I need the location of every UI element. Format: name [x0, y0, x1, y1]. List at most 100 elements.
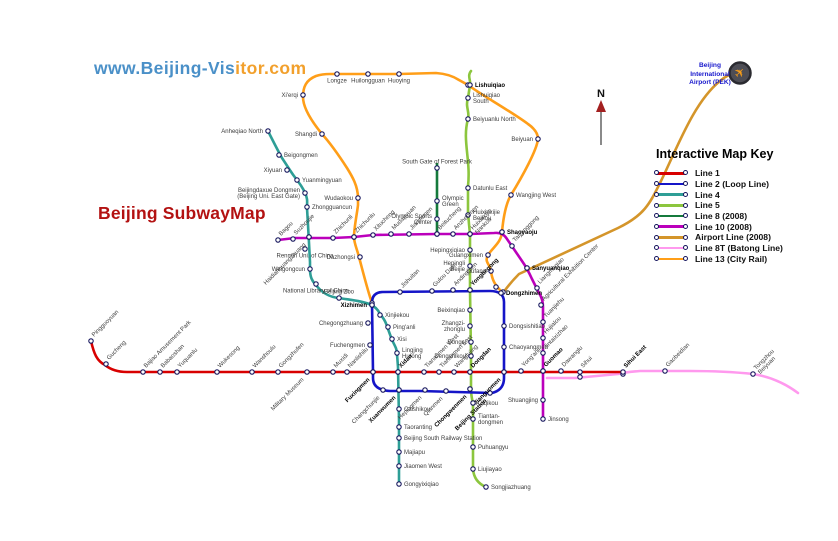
station-beijing-south-railway-station[interactable]: [396, 435, 402, 441]
legend-item-9[interactable]: Line 13 (City Rail): [654, 254, 834, 265]
station-south-gate-of-forest-park[interactable]: [434, 165, 440, 171]
line-line2[interactable]: [370, 289, 506, 395]
station-guangximen[interactable]: [485, 252, 491, 258]
station-wangfujing[interactable]: [451, 369, 457, 375]
station-sanyuanqiao[interactable]: [524, 265, 530, 271]
station-zhangzi-zhonglu[interactable]: [467, 323, 473, 329]
station-weigongcun[interactable]: [307, 266, 313, 272]
station-national-library-of-china[interactable]: [313, 281, 319, 287]
station-tuanjiehu[interactable]: [540, 319, 546, 325]
station-hepingli-beijie[interactable]: [467, 263, 473, 269]
station-dongdan[interactable]: [467, 369, 473, 375]
station-wanshoulu[interactable]: [249, 369, 255, 375]
station-beijingdaxue-dongmen-beijing-uni-east-gate[interactable]: [302, 190, 308, 196]
station-jianguomen[interactable]: [501, 369, 507, 375]
station-dongsi[interactable]: [468, 339, 474, 345]
station-dongzhimen[interactable]: [493, 284, 499, 290]
station-qianmen[interactable]: [443, 388, 449, 394]
station-huilongguan[interactable]: [365, 71, 371, 77]
station-wangjing-west[interactable]: [508, 192, 514, 198]
legend-item-2[interactable]: Line 2 (Loop Line): [654, 179, 834, 190]
station-yuanmingyuan[interactable]: [294, 177, 300, 183]
station-wukesong[interactable]: [214, 369, 220, 375]
station-olympic-sports-center[interactable]: [434, 216, 440, 222]
station-ping-anli[interactable]: [385, 324, 391, 330]
station-gongzhufen[interactable]: [275, 369, 281, 375]
line-line13[interactable]: [301, 71, 540, 305]
station-longze[interactable]: [334, 71, 340, 77]
station-zhichunlu[interactable]: [351, 234, 357, 240]
station-songjiazhuang[interactable]: [483, 484, 489, 490]
airport-icon[interactable]: [728, 61, 752, 85]
station-yuquanlu[interactable]: [174, 369, 180, 375]
station-datunlu-east[interactable]: [465, 185, 471, 191]
station-xuanwumen[interactable]: [396, 387, 402, 393]
station-jintaixizhao[interactable]: [540, 350, 546, 356]
station-tiananmen-west[interactable]: [421, 369, 427, 375]
station-huoying[interactable]: [396, 71, 402, 77]
station-liufang[interactable]: [488, 268, 494, 274]
station-beitucheng[interactable]: [434, 231, 440, 237]
station-dongsishitiao[interactable]: [501, 323, 507, 329]
line-airport-line[interactable]: [501, 71, 738, 295]
station-jishuitan[interactable]: [397, 289, 403, 295]
station-hepingxiqiao[interactable]: [467, 247, 473, 253]
station-jinsong[interactable]: [540, 416, 546, 422]
station-guomao[interactable]: [540, 368, 546, 374]
station-changchunjie[interactable]: [380, 387, 386, 393]
station-xiyuan[interactable]: [284, 167, 290, 173]
station-chongwenmen[interactable]: [467, 386, 473, 392]
station-agricultural-exhibition-center[interactable]: [538, 302, 544, 308]
station-jiandemen[interactable]: [406, 231, 412, 237]
station-hujialou[interactable]: [540, 335, 546, 341]
station-zhichunli[interactable]: [330, 235, 336, 241]
station-muxidi[interactable]: [330, 369, 336, 375]
station-xisi[interactable]: [389, 336, 395, 342]
station-beijing-station[interactable]: [487, 390, 493, 396]
station-hepingmen[interactable]: [422, 387, 428, 393]
station-taoranting[interactable]: [396, 424, 402, 430]
station-renmin-uni-of-china[interactable]: [302, 246, 308, 252]
station-zhongguancun[interactable]: [304, 204, 310, 210]
station-liujiayao[interactable]: [470, 466, 476, 472]
legend-item-8[interactable]: Line 8T (Batong Line): [654, 243, 834, 254]
station-puhuangyu[interactable]: [470, 444, 476, 450]
legend-item-6[interactable]: Line 10 (2008): [654, 221, 834, 232]
station-sihui[interactable]: [577, 374, 583, 380]
station-shangdi[interactable]: [319, 131, 325, 137]
station-sihui-east[interactable]: [620, 369, 626, 375]
station-anheqiao-north[interactable]: [265, 128, 271, 134]
legend-item-1[interactable]: Line 1: [654, 168, 834, 179]
station-beigongmen[interactable]: [276, 152, 282, 158]
station-gulou-dajie[interactable]: [429, 288, 435, 294]
station-majiapu[interactable]: [396, 449, 402, 455]
station-chaoyangmen[interactable]: [501, 344, 507, 350]
line-line10[interactable]: [276, 231, 545, 421]
station-dongzhimen[interactable]: [498, 290, 504, 296]
station-huixinxijie-nankou[interactable]: [467, 231, 473, 237]
station-dengshikou[interactable]: [468, 353, 474, 359]
station-lishuiqiao-south[interactable]: [465, 95, 471, 101]
station-lishuiqiao[interactable]: [467, 82, 473, 88]
station-babaoshan[interactable]: [157, 369, 163, 375]
station-beiyuan[interactable]: [535, 136, 541, 142]
station-tiananmen-east[interactable]: [436, 369, 442, 375]
station-xidan[interactable]: [395, 369, 401, 375]
station-bagou[interactable]: [275, 237, 281, 243]
station-pingguoyuan[interactable]: [88, 338, 94, 344]
station-fuchengmen[interactable]: [367, 342, 373, 348]
station-ciqikou[interactable]: [470, 400, 476, 406]
station-shaoyaoju[interactable]: [499, 229, 505, 235]
station-mudanyuan[interactable]: [388, 231, 394, 237]
station-military-museum[interactable]: [304, 369, 310, 375]
station-dazhongsi[interactable]: [357, 254, 363, 260]
station-suzhoujie[interactable]: [290, 236, 296, 242]
station-andingmen[interactable]: [450, 287, 456, 293]
station-gucheng[interactable]: [103, 361, 109, 367]
station-tiantan-dongmen[interactable]: [470, 416, 476, 422]
station-xinjiekou[interactable]: [377, 312, 383, 318]
station-anzhenmen[interactable]: [450, 231, 456, 237]
station-haidianhuangzhuang[interactable]: [306, 234, 312, 240]
legend-item-4[interactable]: Line 5: [654, 200, 834, 211]
station-gongyixiqiao[interactable]: [396, 481, 402, 487]
